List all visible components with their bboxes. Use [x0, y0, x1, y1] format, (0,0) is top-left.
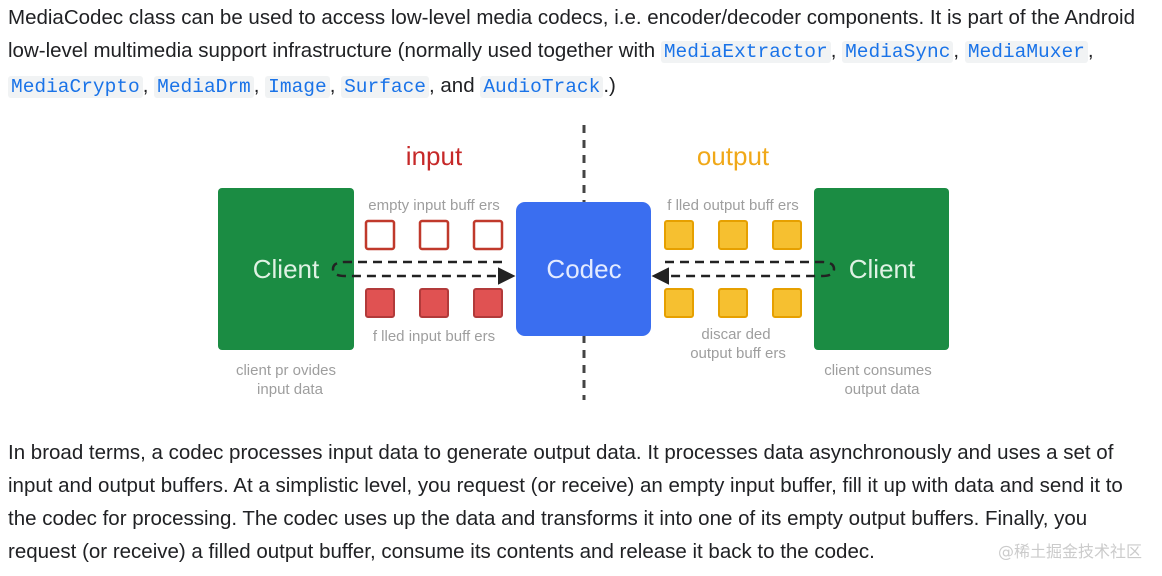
filled-output-buffer [718, 220, 748, 250]
filled-input-buffer [473, 288, 503, 318]
watermark-text: @稀土掘金技术社区 [997, 542, 1142, 561]
empty-input-buffer [418, 219, 450, 251]
link-surface[interactable]: Surface [341, 76, 430, 98]
output-title: output [697, 141, 770, 171]
filled-input-buffers-label: f lled input buff ers [373, 328, 495, 345]
body-paragraph: In broad terms, a codec processes input … [8, 441, 1123, 563]
mediacodec-diagram: input output Client Codec Client empty i… [218, 125, 949, 400]
codec-box [516, 202, 651, 336]
link-audiotrack[interactable]: AudioTrack [480, 76, 604, 98]
client-provides-caption-2: input data [257, 381, 324, 398]
discarded-output-buffers-label-1: discar ded [701, 326, 770, 343]
discarded-output-buffer [664, 288, 694, 318]
empty-input-buffer [364, 219, 396, 251]
client-right-box [814, 188, 949, 350]
link-mediacrypto[interactable]: MediaCrypto [8, 76, 143, 98]
link-mediamuxer[interactable]: MediaMuxer [964, 41, 1088, 63]
intro-paragraph: MediaCodec class can be used to access l… [8, 6, 1135, 98]
client-consumes-caption-2: output data [844, 381, 920, 398]
input-flow-loop [331, 260, 516, 285]
link-mediadrm[interactable]: MediaDrm [154, 76, 254, 98]
client-left-label: Client [253, 254, 320, 284]
link-mediaextractor[interactable]: MediaExtractor [660, 41, 831, 63]
filled-output-buffer [772, 220, 802, 250]
filled-output-buffers-label: f lled output buff ers [667, 197, 798, 214]
discarded-output-buffer [772, 288, 802, 318]
client-right-label: Client [849, 254, 916, 284]
empty-input-buffers-label: empty input buff ers [368, 197, 499, 214]
link-mediasync[interactable]: MediaSync [842, 41, 954, 63]
codec-label: Codec [546, 254, 621, 284]
client-consumes-caption-1: client consumes [824, 362, 932, 379]
client-left-box [218, 188, 354, 350]
link-image[interactable]: Image [265, 76, 330, 98]
output-flow-loop [651, 260, 836, 285]
filled-input-buffer [365, 288, 395, 318]
discarded-output-buffer [718, 288, 748, 318]
filled-output-buffer [664, 220, 694, 250]
filled-input-buffer [419, 288, 449, 318]
discarded-output-buffers-label-2: output buff ers [690, 345, 786, 362]
client-provides-caption-1: client pr ovides [236, 362, 336, 379]
input-title: input [406, 141, 463, 171]
empty-input-buffer [472, 219, 504, 251]
intro-lead-text: MediaCodec class can be used to access l… [8, 6, 1135, 62]
